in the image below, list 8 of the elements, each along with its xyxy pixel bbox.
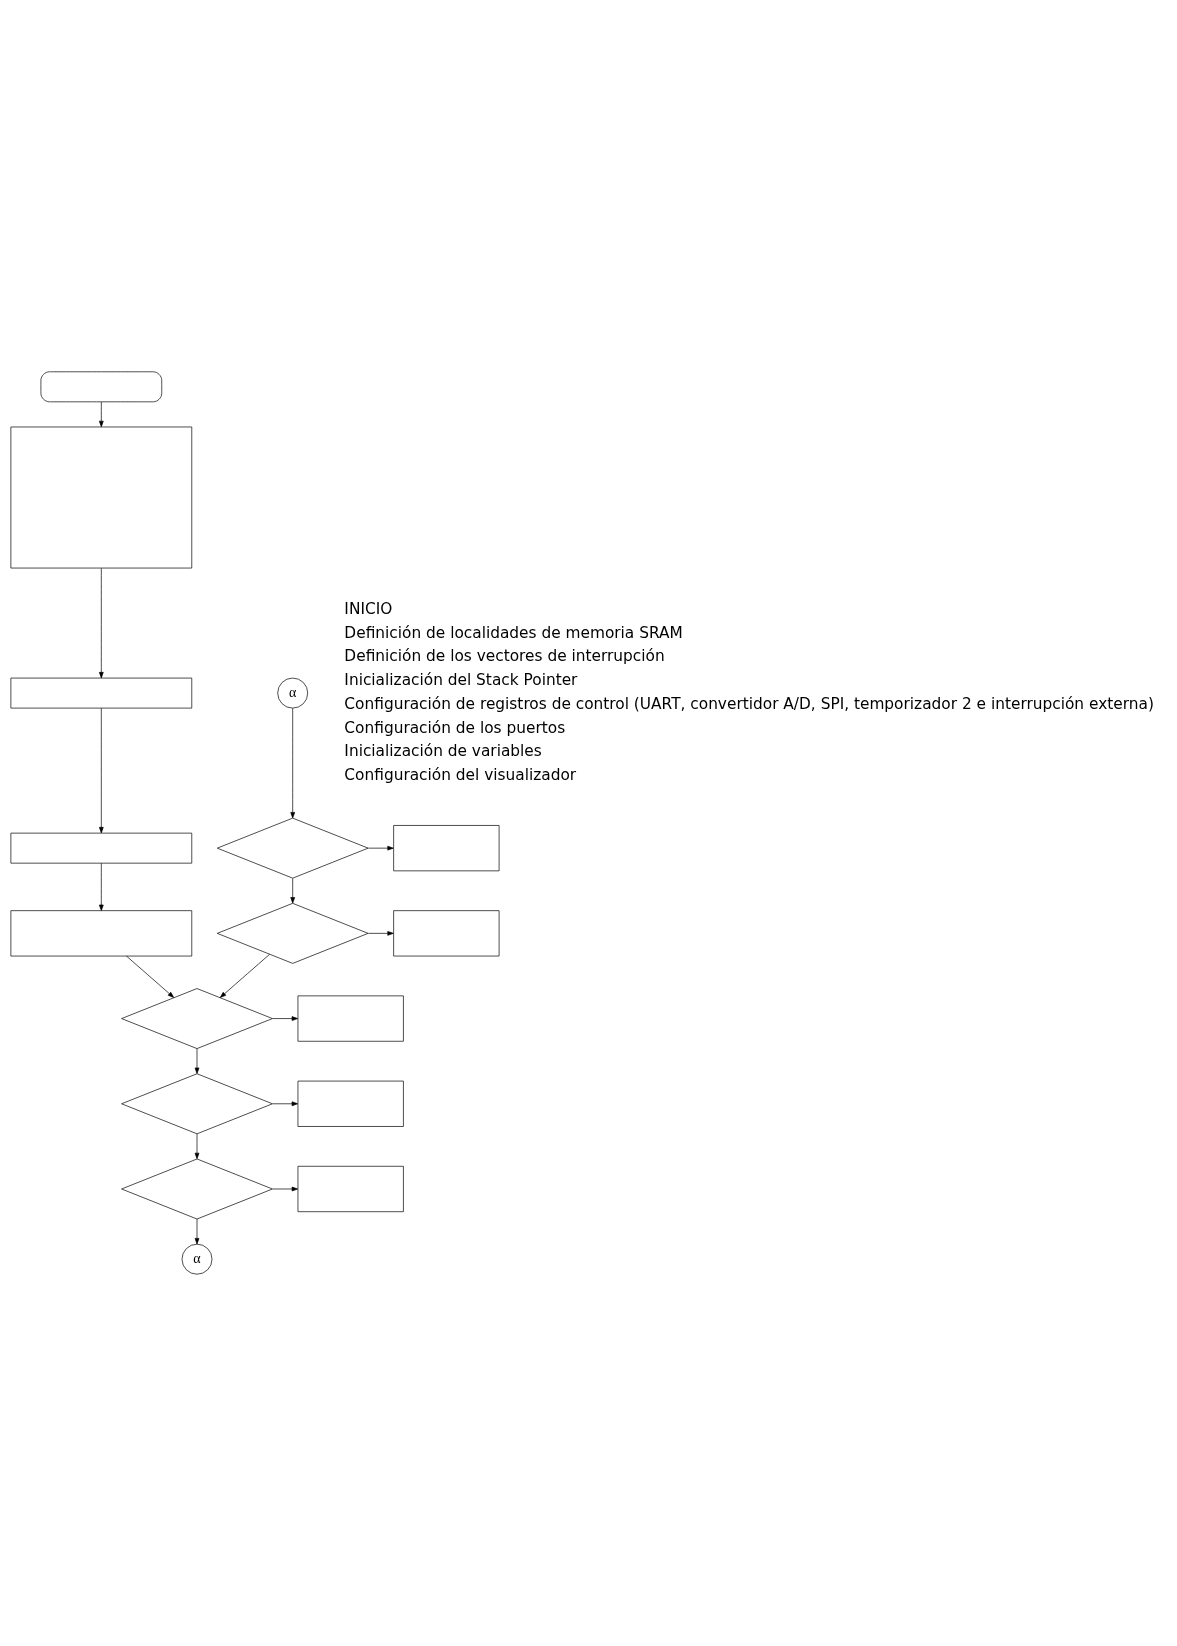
label: Inicialización del Stack Pointer: [344, 671, 578, 690]
label: Configuración de los puertos: [344, 718, 566, 737]
label: Configuración de registros de control (UART, convertidor A/D, SPI, temporizador 2 e interrupción externa): [344, 694, 1154, 713]
label: Definición de localidades de memoria SRAM: [344, 623, 683, 642]
label: Inicialización de variables: [344, 742, 542, 761]
label: Definición de los vectores de interrupción: [344, 647, 665, 666]
label: INICIO: [344, 599, 393, 618]
label: Configuración del visualizador: [344, 766, 577, 785]
